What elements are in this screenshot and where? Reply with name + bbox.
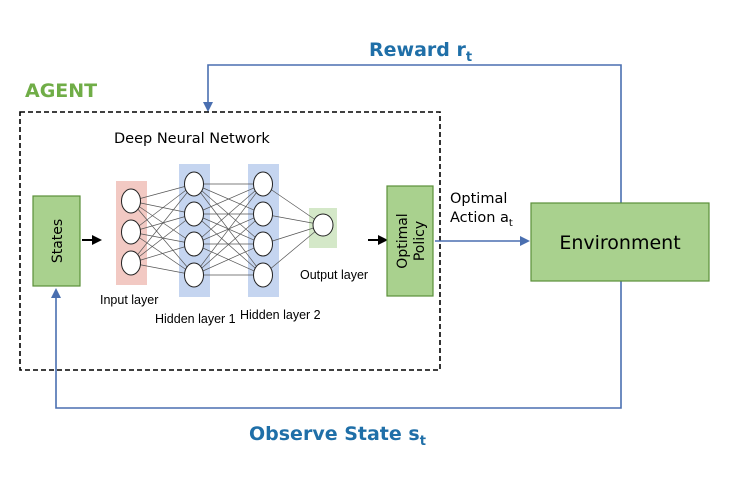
optimal-policy-box <box>386 185 434 297</box>
states-label: States <box>50 219 66 263</box>
network-edge <box>193 243 264 276</box>
dnn-title: Deep Neural Network <box>114 131 270 147</box>
network-edge <box>193 183 264 215</box>
network-edge <box>130 200 195 245</box>
action-label-line-2: Action at <box>450 210 513 229</box>
reward-subscript: t <box>466 50 472 65</box>
hidden-1-neuron <box>184 262 204 288</box>
environment-label: Environment <box>559 232 680 254</box>
observe-subscript: t <box>420 434 426 449</box>
network-edge <box>130 183 195 264</box>
reward-label: Reward rt <box>369 39 472 65</box>
action-label-line-1: Optimal <box>450 191 507 207</box>
reward-text: Reward r <box>369 39 466 61</box>
network-connections <box>130 183 324 276</box>
output-layer-label: Output layer <box>300 268 368 282</box>
hidden-1-neuron <box>184 201 204 227</box>
network-edge <box>130 183 195 233</box>
action-subscript: t <box>509 218 513 229</box>
network-edge <box>193 183 264 245</box>
input-neuron <box>121 250 141 276</box>
network-nodes <box>121 171 334 288</box>
hidden-layer-2-label: Hidden layer 2 <box>240 308 321 322</box>
hidden-2-neuron <box>253 171 273 197</box>
network-edge <box>130 231 195 245</box>
hidden-2-neuron <box>253 201 273 227</box>
agent-label: AGENT <box>25 80 97 102</box>
network-edge <box>130 243 195 264</box>
output-neuron <box>312 213 334 237</box>
network-edge <box>193 183 264 276</box>
network-edge <box>130 200 195 215</box>
observe-label: Observe State st <box>249 423 426 449</box>
network-edge <box>262 224 324 276</box>
hidden-1-neuron <box>184 171 204 197</box>
input-neuron <box>121 188 141 214</box>
network-edge <box>130 262 195 276</box>
input-layer-label: Input layer <box>100 293 158 307</box>
policy-line-2: Policy <box>412 221 428 261</box>
states-box <box>32 195 81 287</box>
environment-box <box>530 202 710 282</box>
network-edge <box>193 213 264 276</box>
hidden-layer-1-label: Hidden layer 1 <box>155 312 236 326</box>
hidden-2-neuron <box>253 231 273 257</box>
network-edge <box>262 183 324 226</box>
policy-line-1: Optimal <box>395 213 411 268</box>
network-edge <box>130 183 195 202</box>
policy-label: OptimalPolicy <box>395 213 428 268</box>
hidden-2-neuron <box>253 262 273 288</box>
hidden-1-neuron <box>184 231 204 257</box>
input-neuron <box>121 219 141 245</box>
reward-arrow <box>203 64 622 203</box>
network-edge <box>130 213 195 264</box>
observe-arrow <box>51 281 622 409</box>
observe-text: Observe State s <box>249 423 420 445</box>
action-text: Action a <box>450 210 509 226</box>
